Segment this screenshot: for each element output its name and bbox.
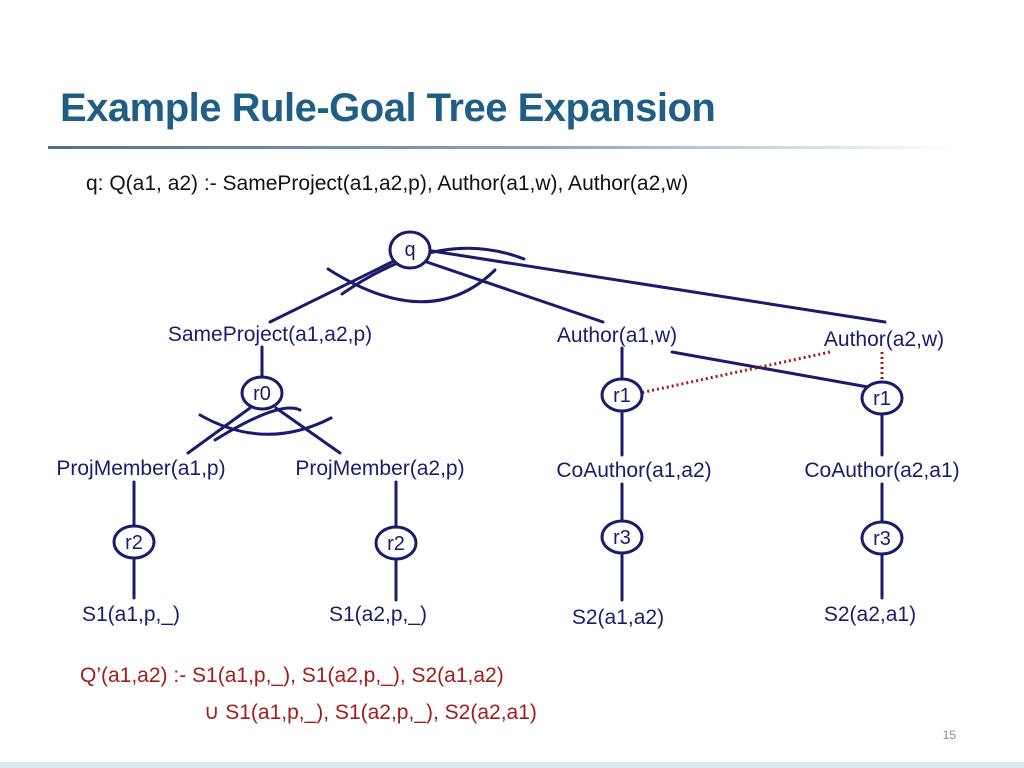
goal-projmember-a1: ProjMember(a1,p) [56,457,225,480]
query-text: q: Q(a1, a2) :- SameProject(a1,a2,p), Au… [86,172,689,195]
rule-node-r1-right: r1 [873,388,891,410]
rule-node-r1-right-circle [860,380,904,416]
root-node-circle [388,230,432,270]
rewritten-query-line-2: ∪ S1(a1,p,_), S1(a2,p,_), S2(a2,a1) [204,701,537,724]
goal-coauthor-a2a1: CoAuthor(a2,a1) [804,459,959,482]
rule-node-r2-left-circle [112,524,156,560]
source-s2-a1a2: S2(a1,a2) [572,606,664,629]
rule-node-r3-left-circle [600,519,644,555]
edge-author-a1-r1-right [670,350,870,389]
footer-band [0,762,1024,768]
rule-node-r2-left: r2 [125,532,143,554]
goal-author-a2: Author(a2,w) [824,328,944,351]
conjunction-arc-q-1 [326,267,497,304]
conjunction-arc-q-2 [340,246,526,296]
rule-node-r1-left-circle [600,377,644,413]
goal-projmember-a2: ProjMember(a2,p) [295,457,464,480]
goal-author-a1: Author(a1,w) [557,324,677,347]
rewritten-query-line-1: Q’(a1,a2) :- S1(a1,p,_), S1(a2,p,_), S2(… [80,664,504,687]
rule-node-r0-circle [240,375,284,411]
source-s2-a2a1: S2(a2,a1) [824,603,916,626]
rule-node-r3-right: r3 [873,528,891,550]
page-number: 15 [942,728,956,742]
goal-coauthor-a1a2: CoAuthor(a1,a2) [556,459,711,482]
title-underline [48,146,958,149]
rule-node-r3-right-circle [860,520,904,556]
rule-node-r0: r0 [253,383,271,405]
edge-r0-projmember-a1 [186,406,252,455]
rule-node-r1-left: r1 [613,385,631,407]
edge-r0-projmember-a2 [274,406,342,455]
rule-node-r2-right: r2 [387,533,405,555]
edge-q-author-a1 [416,257,605,324]
root-node-label: q [404,239,415,261]
conjunction-arc-r0-1 [198,413,333,436]
goal-sameproject: SameProject(a1,a2,p) [168,323,372,346]
rule-node-r3-left: r3 [613,527,631,549]
dotted-link-author-a2-r1-left [639,350,831,395]
slide-title: Example Rule-Goal Tree Expansion [60,86,716,130]
source-s1-a2: S1(a2,p,_) [329,603,427,626]
rule-node-r2-right-circle [374,525,418,561]
source-s1-a1: S1(a1,p,_) [82,603,180,626]
edge-q-sameproject [268,256,402,324]
edge-q-author-a2 [430,249,887,324]
conjunction-arc-r0-2 [213,406,302,442]
